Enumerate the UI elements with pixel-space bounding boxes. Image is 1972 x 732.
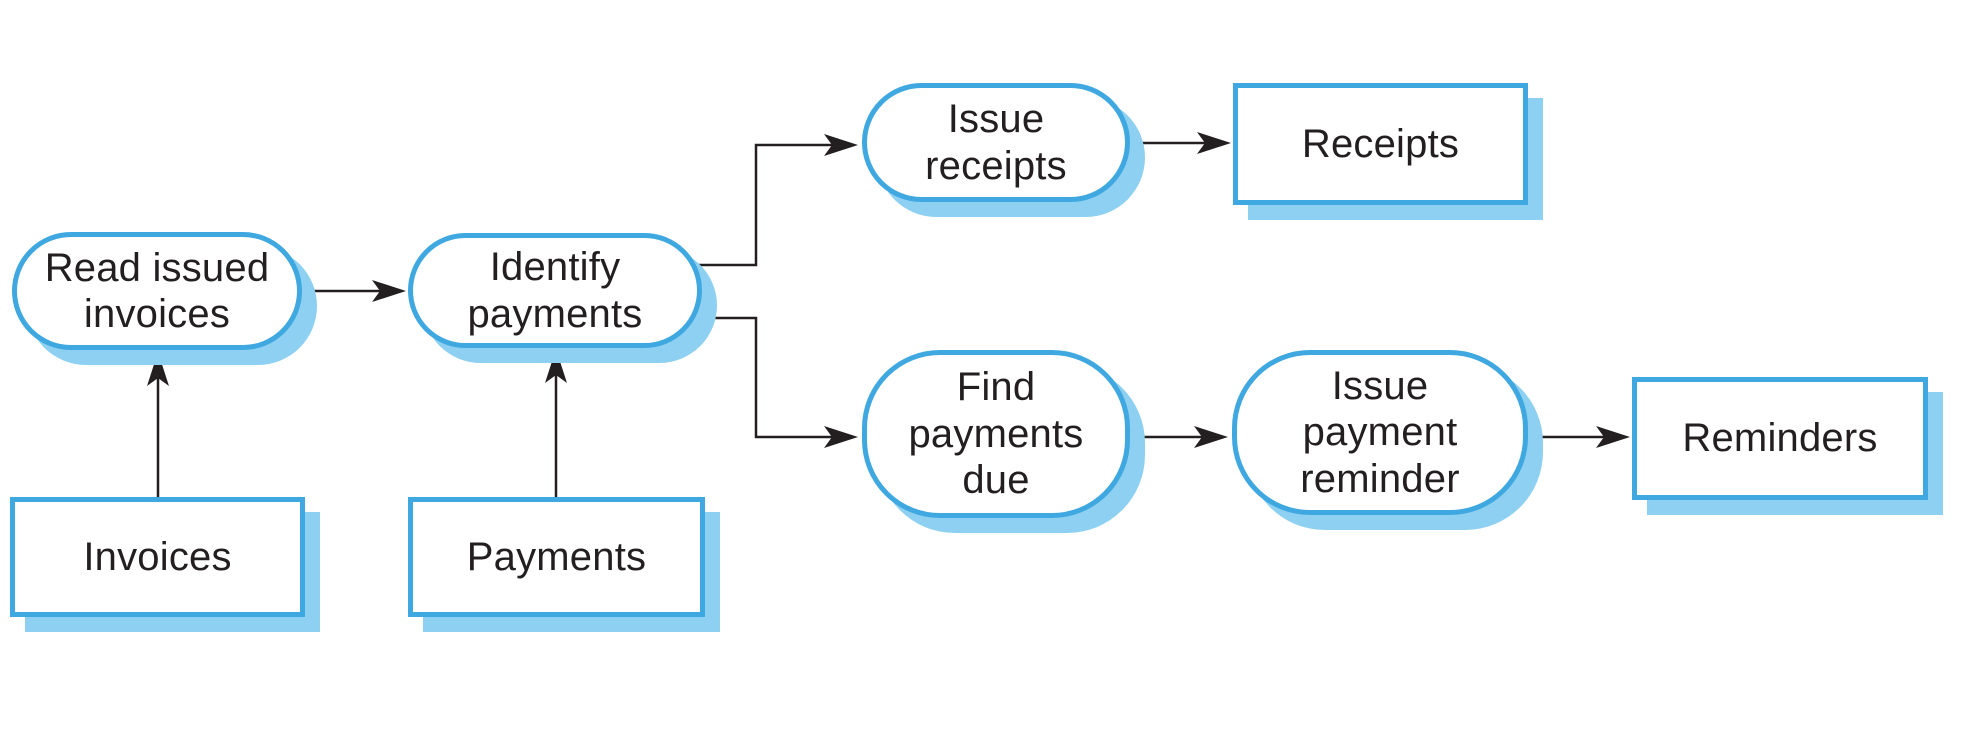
node-label: Receipts bbox=[1301, 121, 1460, 166]
node-label: Payments bbox=[466, 534, 647, 579]
node-label: Issue receipts bbox=[925, 97, 1067, 188]
process-find-payments-due: Find payments due bbox=[862, 350, 1130, 518]
node-label: Read issued invoices bbox=[44, 245, 270, 336]
datastore-payments: Payments bbox=[408, 497, 705, 617]
process-identify-payments: Identify payments bbox=[408, 233, 702, 348]
node-label: Issue payment reminder bbox=[1300, 363, 1460, 501]
datastore-reminders: Reminders bbox=[1632, 377, 1928, 500]
process-issue-receipts: Issue receipts bbox=[862, 83, 1130, 202]
process-issue-payment-reminder: Issue payment reminder bbox=[1232, 350, 1528, 515]
node-label: Invoices bbox=[83, 534, 232, 579]
datastore-invoices: Invoices bbox=[10, 497, 305, 617]
node-label: Find payments due bbox=[908, 365, 1084, 503]
node-label: Identify payments bbox=[467, 245, 643, 336]
process-read-issued-invoices: Read issued invoices bbox=[12, 232, 302, 350]
node-label: Reminders bbox=[1682, 416, 1878, 461]
datastore-receipts: Receipts bbox=[1233, 83, 1528, 205]
